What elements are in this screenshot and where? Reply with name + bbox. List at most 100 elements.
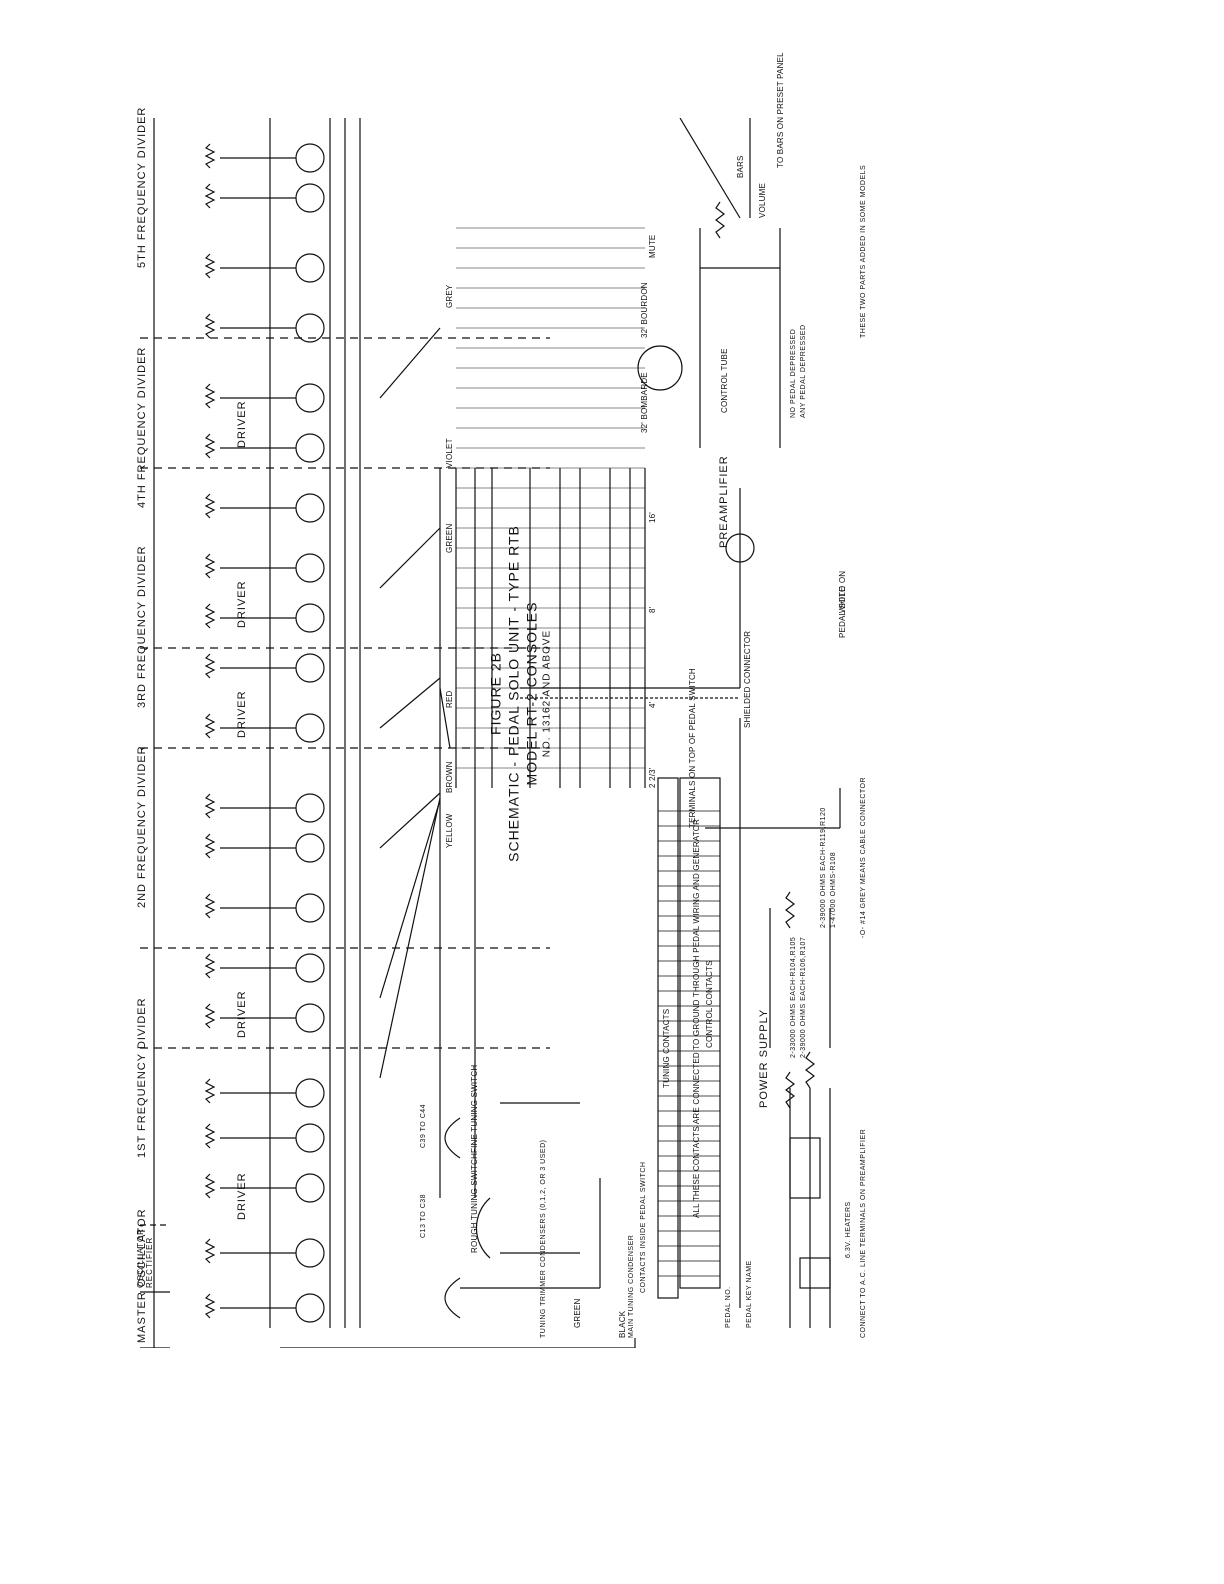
resistor-symbol — [204, 493, 216, 519]
wire-green-tuning: GREEN — [573, 1298, 582, 1328]
section-1st-divider: 1ST FREQUENCY DIVIDER — [136, 997, 148, 1158]
any-pedal-label: ANY PEDAL DEPRESSED — [800, 324, 807, 418]
tube-symbol — [295, 143, 325, 173]
tube-symbol — [295, 713, 325, 743]
preamplifier-label: PREAMPLIFIER — [718, 455, 730, 548]
power-supply-label: POWER SUPPLY — [758, 1008, 770, 1108]
resistor-symbol — [204, 833, 216, 859]
tube-symbol — [295, 793, 325, 823]
tube-symbol — [295, 1003, 325, 1033]
tube-symbol — [295, 603, 325, 633]
control-tube-label: CONTROL TUBE — [720, 348, 729, 413]
resistor-note-a: 2-33000 OHMS EACH-R104,R105 — [790, 936, 797, 1058]
wire-brown: BROWN — [445, 761, 454, 793]
resistor-symbol — [204, 143, 216, 169]
resistor-symbol — [204, 383, 216, 409]
rough-tuning-label: ROUGH TUNING SWITCH — [470, 1152, 479, 1253]
tube-symbol — [295, 553, 325, 583]
resistor-symbol — [204, 793, 216, 819]
bars-label: BARS — [736, 155, 745, 178]
section-driver-2: DRIVER — [236, 990, 248, 1038]
volume-label: VOLUME — [758, 183, 767, 218]
voice-4: 4' — [648, 701, 657, 708]
pedal-no-label: PEDAL NO. — [725, 1286, 732, 1328]
voice-32-bombarde: 32' BOMBARDE — [640, 372, 649, 433]
trimmer-label: TUNING TRIMMER CONDENSERS (0,1,2, OR 3 U… — [540, 1139, 547, 1338]
contacts-inside-label: CONTACTS INSIDE PEDAL SWITCH — [640, 1161, 647, 1293]
resistor-symbol — [204, 1293, 216, 1319]
figure-caption: FIGURE 2B SCHEMATIC - PEDAL SOLO UNIT - … — [487, 494, 554, 894]
wire-red: RED — [445, 690, 454, 709]
resistor-symbol — [204, 253, 216, 279]
models-note-label: THESE TWO PARTS ADDED IN SOME MODELS — [860, 164, 867, 338]
tube-symbol — [295, 1238, 325, 1268]
resistor-symbol — [204, 1123, 216, 1149]
resistor-symbol — [204, 713, 216, 739]
fine-tuning-label: FINE TUNING SWITCH — [470, 1064, 479, 1153]
c13-label: C13 TO C38 — [420, 1193, 427, 1238]
resistor-symbol — [204, 1003, 216, 1029]
caption-line3: NO. 13162 AND ABOVE — [541, 629, 553, 758]
resistor-symbol — [204, 603, 216, 629]
ac-line-label: CONNECT TO A.C. LINE TERMINALS ON PREAMP… — [860, 1128, 867, 1338]
resistor-note-b: 2-39000 OHMS EACH-R106,R107 — [800, 936, 807, 1058]
tube-symbol — [295, 383, 325, 413]
section-driver-4: DRIVER — [236, 580, 248, 628]
shielded-connector-label: SHIELDED CONNECTOR — [743, 630, 752, 728]
resistor-symbol — [204, 1173, 216, 1199]
section-oscillator-rectifier: OSCILLATOR RECTIFIER — [136, 1228, 154, 1288]
resistor-symbol — [204, 1238, 216, 1264]
terminals-label: TERMINALS ON TOP OF PEDAL SWITCH — [688, 668, 697, 828]
voice-16: 16' — [648, 511, 657, 523]
tube-symbol — [295, 433, 325, 463]
resistor-symbol — [204, 313, 216, 339]
wire-green: GREEN — [445, 523, 454, 553]
heaters-label: 6.3V. HEATERS — [845, 1201, 852, 1258]
voice-32-bourdon: 32' BOURDON — [640, 282, 649, 338]
resistor-note-d: 1-47000 OHMS-R108 — [830, 851, 837, 928]
wire-grey: GREY — [445, 284, 454, 308]
rotated-schematic: MASTER OSCILLATOR OSCILLATOR RECTIFIER D… — [136, 52, 940, 1348]
wire-yellow: YELLOW — [445, 813, 454, 848]
schematic-drawing — [140, 118, 841, 1348]
to-bars-label: TO BARS ON PRESET PANEL — [776, 52, 785, 168]
section-driver-1: DRIVER — [236, 1172, 248, 1220]
section-2nd-divider: 2ND FREQUENCY DIVIDER — [136, 745, 148, 908]
tuning-contacts-label: TUNING CONTACTS — [662, 1008, 671, 1088]
voice-mute: MUTE — [648, 234, 657, 258]
pedal-key-label: PEDAL KEY NAME — [746, 1260, 753, 1328]
wire-violet: VIOLET — [445, 438, 454, 468]
caption-line1: SCHEMATIC - PEDAL SOLO UNIT - TYPE RTB — [505, 525, 522, 862]
tube-symbol — [295, 253, 325, 283]
caption-line2: MODEL RT-2 CONSOLES — [523, 601, 540, 786]
pedal-depressed-label: NO PEDAL DEPRESSED — [790, 328, 797, 418]
tube-symbol — [295, 653, 325, 683]
tube-symbol — [295, 893, 325, 923]
tube-symbol — [295, 183, 325, 213]
resistor-symbol — [204, 1078, 216, 1104]
section-driver-3: DRIVER — [236, 690, 248, 738]
tube-symbol — [295, 1123, 325, 1153]
resistor-symbol — [204, 553, 216, 579]
resistor-symbol — [204, 953, 216, 979]
section-driver-5: DRIVER — [236, 400, 248, 448]
all-contacts-label: ALL THESE CONTACTS ARE CONNECTED TO GROU… — [692, 818, 701, 1218]
main-tuning-label: MAIN TUNING CONDENSER — [628, 1234, 635, 1338]
grey-note-label: -O- #14 GREY MEANS CABLE CONNECTOR — [860, 776, 867, 938]
control-contacts-label: CONTROL CONTACTS — [705, 960, 714, 1048]
tube-symbol — [295, 953, 325, 983]
tube-symbol — [295, 1293, 325, 1323]
tube-symbol — [295, 1173, 325, 1203]
resistor-symbol — [204, 653, 216, 679]
caption-figure: FIGURE 2B — [487, 652, 504, 735]
tube-symbol — [295, 493, 325, 523]
tube-symbol — [295, 1078, 325, 1108]
voice-2-2-3: 2 2/3' — [648, 767, 657, 788]
tube-symbol — [295, 833, 325, 863]
wire-black: BLACK — [618, 1310, 627, 1338]
resistor-symbol — [204, 433, 216, 459]
c39-label: C39 TO C44 — [420, 1103, 427, 1148]
voice-8: 8' — [648, 606, 657, 613]
section-5th-divider: 5TH FREQUENCY DIVIDER — [136, 106, 148, 268]
